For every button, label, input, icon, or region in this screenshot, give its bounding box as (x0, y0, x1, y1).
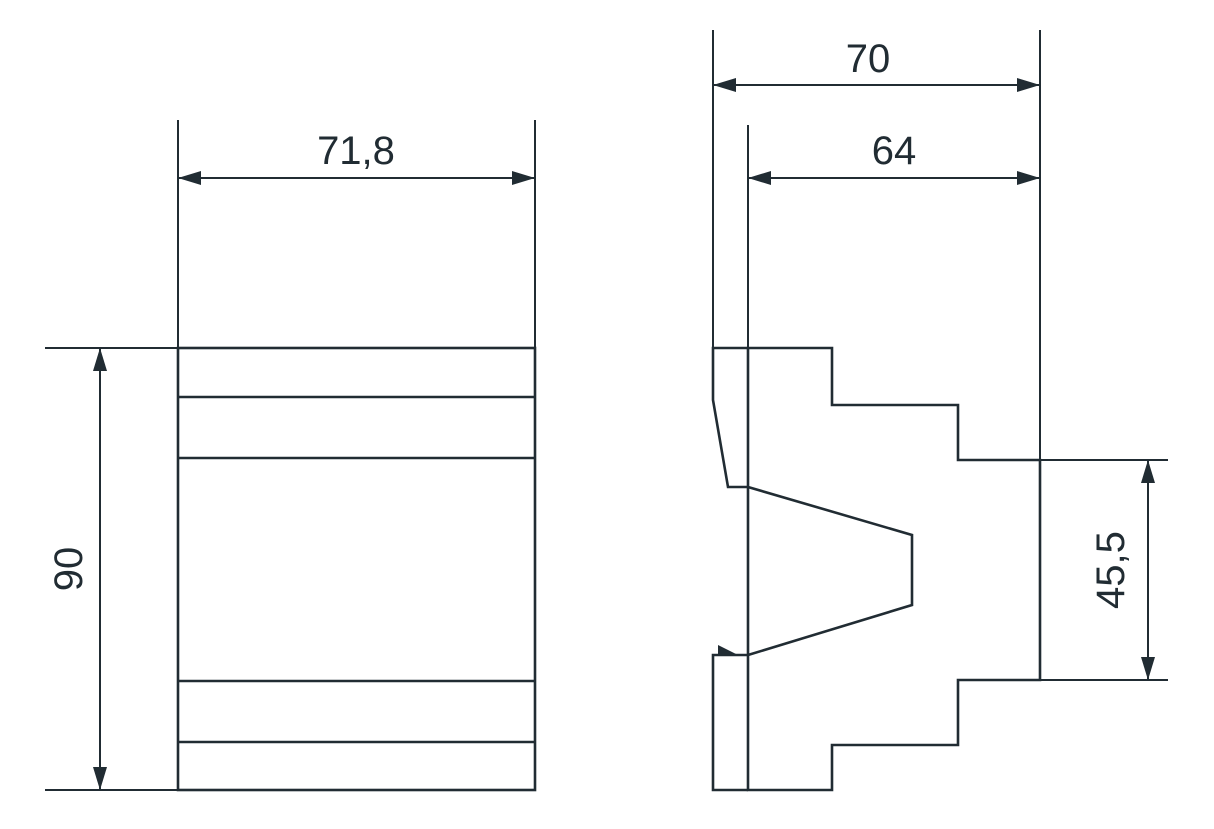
arrowhead-up-icon (93, 348, 107, 371)
side-view-latch-detail (718, 645, 738, 655)
arrowhead-down-icon (1141, 657, 1155, 680)
front-view (176, 346, 537, 792)
front-height-dimension-label: 90 (47, 547, 91, 592)
arrowhead-right-icon (1017, 171, 1040, 185)
side-total-depth-dimension-label: 70 (846, 37, 891, 81)
arrowhead-left-icon (748, 171, 771, 185)
side-body-depth-dimension-label: 64 (872, 129, 917, 173)
side-body-depth-dimension: 64 (747, 125, 1040, 348)
front-width-dimension-label: 71,8 (317, 129, 395, 173)
arrowhead-left-icon (713, 78, 736, 92)
arrowhead-right-icon (1017, 78, 1040, 92)
side-total-depth-dimension: 70 (712, 30, 1041, 460)
front-width-dimension: 71,8 (177, 120, 536, 348)
side-rail-height-dimension-label: 45,5 (1089, 531, 1133, 609)
arrowhead-right-icon (512, 171, 535, 185)
arrowhead-up-icon (1141, 460, 1155, 483)
arrowhead-left-icon (178, 171, 201, 185)
front-view-outline (176, 346, 537, 792)
side-view-din-rail-recess (747, 485, 914, 657)
arrowhead-down-icon (93, 767, 107, 790)
side-view (711, 346, 1042, 792)
side-view-body-outline (746, 346, 1042, 792)
side-view-lower-flap (711, 653, 748, 792)
side-rail-height-dimension: 45,5 (1040, 459, 1168, 681)
side-view-upper-flap (711, 346, 748, 489)
front-height-dimension: 90 (45, 347, 178, 791)
